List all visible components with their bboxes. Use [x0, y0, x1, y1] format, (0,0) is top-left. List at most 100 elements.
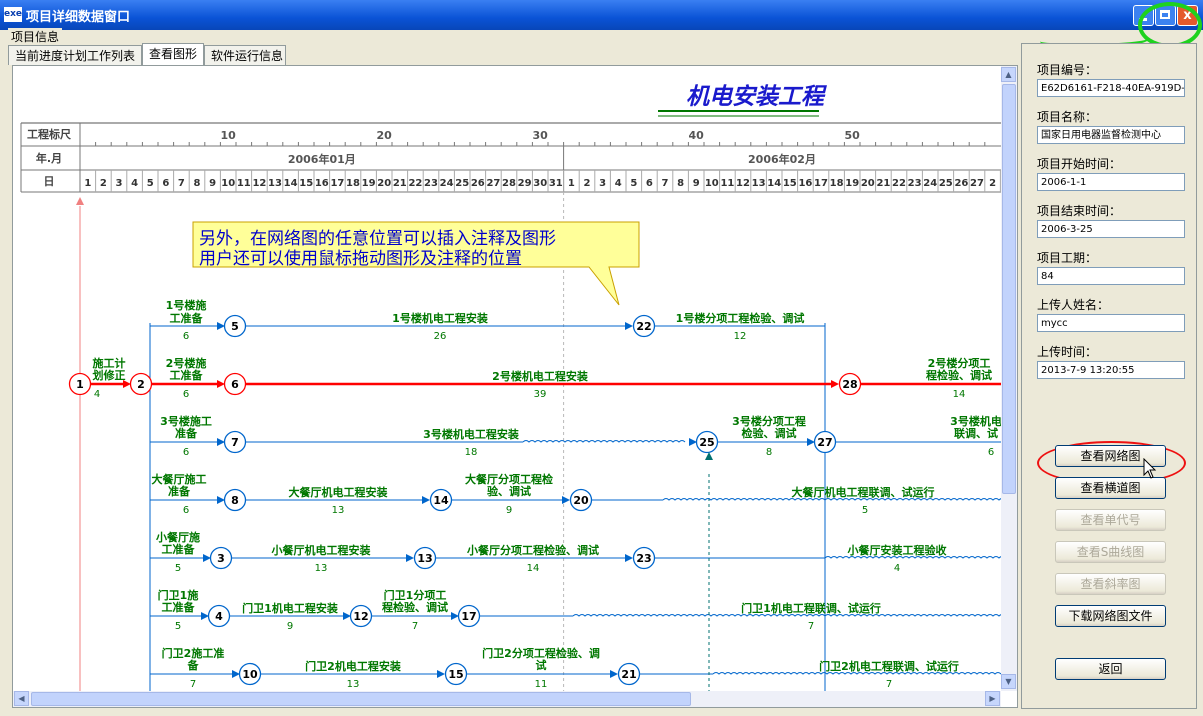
day-16: 17 — [330, 178, 344, 189]
act-27-next-line-0: 3号楼机电 — [950, 414, 1001, 428]
act-2-10-dur: 7 — [190, 679, 196, 690]
dummy-arrow-25 — [705, 452, 713, 460]
act-14-20-line-0: 大餐厅分项工程检 — [465, 472, 553, 486]
act-22-28-line-0: 1号楼分项工程检验、调试 — [676, 311, 805, 325]
ruler-tick-label-20: 20 — [377, 129, 393, 142]
act-28-next-line-0: 2号楼分项工 — [928, 356, 991, 370]
download-network-file-button[interactable]: 下载网络图文件 — [1055, 605, 1166, 627]
view-slope-button[interactable]: 查看斜率图 — [1055, 573, 1166, 595]
node-label-5: 5 — [231, 320, 239, 333]
scroll-left-icon[interactable]: ◀ — [14, 691, 29, 706]
day-42: 12 — [736, 178, 750, 189]
scroll-up-icon[interactable]: ▲ — [1001, 67, 1016, 82]
node-28[interactable] — [838, 372, 862, 396]
node-3[interactable] — [209, 546, 233, 570]
ruler-tick-label-30: 30 — [533, 129, 549, 142]
day-48: 18 — [830, 178, 844, 189]
node-label-3: 3 — [217, 552, 225, 565]
day-30: 31 — [549, 178, 563, 189]
act-1-5b-line-0: 工准备 — [170, 311, 204, 325]
arrow-25-27-head — [807, 438, 815, 446]
day-23: 24 — [440, 178, 454, 189]
horizontal-scroll-thumb[interactable] — [31, 692, 691, 706]
act-27-next-dur: 6 — [988, 447, 994, 458]
node-12[interactable] — [349, 604, 373, 628]
annotation-note[interactable] — [192, 221, 640, 306]
duration-field[interactable]: 84 — [1037, 267, 1185, 285]
act-6-28-dur: 39 — [534, 389, 547, 400]
act-2-7b-line-0: 准备 — [175, 426, 198, 440]
project-name-field[interactable]: 国家日用电器监督检测中心 — [1037, 126, 1185, 144]
act-1-2-dur: 4 — [94, 389, 100, 400]
node-25[interactable] — [695, 430, 719, 454]
day-0: 1 — [84, 178, 91, 189]
arrow-15-21-head — [610, 670, 618, 678]
view-single-code-button[interactable]: 查看单代号 — [1055, 509, 1166, 531]
node-14[interactable] — [429, 488, 453, 512]
vertical-scrollbar[interactable]: ▲ ▼ — [1001, 66, 1017, 691]
node-20[interactable] — [569, 488, 593, 512]
act-2-6-line-0: 2号楼施 — [166, 356, 207, 370]
node-10[interactable] — [238, 662, 262, 686]
node-4[interactable] — [207, 604, 231, 628]
scroll-right-icon[interactable]: ▶ — [985, 691, 1000, 706]
node-label-17: 17 — [461, 610, 476, 623]
upload-time-field[interactable]: 2013-7-9 13:20:55 — [1037, 361, 1185, 379]
act-3-13-line-0: 小餐厅机电工程安装 — [271, 543, 371, 557]
end-time-field[interactable]: 2006-3-25 — [1037, 220, 1185, 238]
node-5[interactable] — [223, 314, 247, 338]
field-label-duration: 项目工期： — [1037, 251, 1098, 265]
green-annotation-mark — [1138, 2, 1202, 48]
node-6[interactable] — [223, 372, 247, 396]
day-32: 2 — [584, 178, 591, 189]
node-15[interactable] — [444, 662, 468, 686]
node-7[interactable] — [223, 430, 247, 454]
scroll-down-icon[interactable]: ▼ — [1001, 674, 1016, 689]
act-2-6-dur: 6 — [183, 389, 189, 400]
node-13[interactable] — [413, 546, 437, 570]
day-5: 6 — [162, 178, 169, 189]
arrow-2-4-head — [201, 612, 209, 620]
node-label-20: 20 — [573, 494, 589, 507]
horizontal-scrollbar[interactable]: ◀ ▶ — [13, 691, 1001, 707]
node-1[interactable] — [68, 372, 92, 396]
node-22[interactable] — [632, 314, 656, 338]
node-17[interactable] — [457, 604, 481, 628]
arrow-12-17-head — [451, 612, 459, 620]
node-8[interactable] — [223, 488, 247, 512]
view-network-button[interactable]: 查看网络图 — [1055, 445, 1166, 467]
act-6-28-line-0: 2号楼机电工程安装 — [492, 369, 588, 383]
day-18: 19 — [362, 178, 376, 189]
node-label-10: 10 — [242, 668, 258, 681]
node-27[interactable] — [813, 430, 837, 454]
day-41: 11 — [720, 178, 734, 189]
tab-software-info[interactable]: 软件运行信息 — [204, 45, 286, 65]
return-button[interactable]: 返回 — [1055, 658, 1166, 680]
act-23-next-line-0: 小餐厅安装工程验收 — [847, 543, 947, 557]
uploader-field[interactable]: mycc — [1037, 314, 1185, 332]
day-58: 2 — [989, 178, 996, 189]
day-26: 27 — [486, 178, 500, 189]
arrow-8-14-head — [422, 496, 430, 504]
view-gantt-button[interactable]: 查看横道图 — [1055, 477, 1166, 499]
node-21[interactable] — [617, 662, 641, 686]
day-31: 1 — [568, 178, 575, 189]
start-time-field[interactable]: 2006-1-1 — [1037, 173, 1185, 191]
act-12-17-line-0: 门卫1分项工 — [384, 588, 447, 602]
tab-work-list[interactable]: 当前进度计划工作列表 — [8, 45, 142, 65]
node-23[interactable] — [632, 546, 656, 570]
node-2[interactable] — [129, 372, 153, 396]
project-id-field[interactable]: E62D6161-F218-40EA-919D- — [1037, 79, 1185, 97]
tab-view-graph[interactable]: 查看图形 — [142, 43, 204, 66]
annotation-note-line2: 用户还可以使用鼠标拖动图形及注释的位置 — [199, 248, 522, 269]
view-s-curve-button[interactable]: 查看S曲线图 — [1055, 541, 1166, 563]
act-1-2b-line-0: 划修正 — [93, 368, 126, 382]
day-13: 14 — [284, 178, 298, 189]
vertical-scroll-thumb[interactable] — [1002, 84, 1016, 494]
field-label-end-time: 项目结束时间： — [1037, 204, 1122, 218]
arrow-2-6-head — [217, 380, 225, 388]
app-icon[interactable]: exe — [4, 7, 22, 22]
act-17-next-dur: 7 — [808, 621, 814, 632]
